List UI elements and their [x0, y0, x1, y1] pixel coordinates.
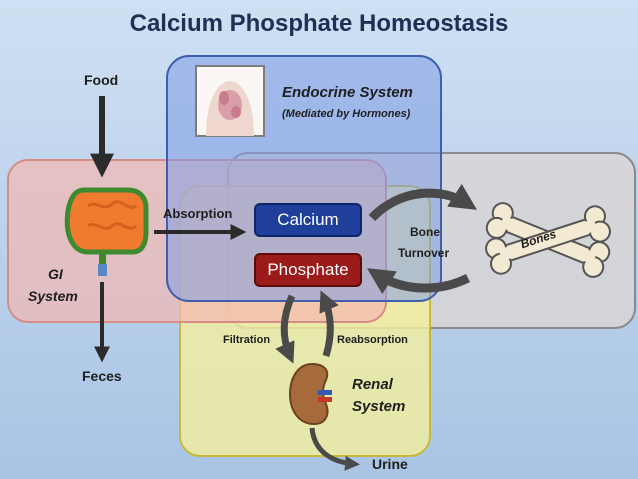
absorption-label: Absorption — [163, 206, 233, 221]
renal-system-label-line1: Renal — [352, 376, 393, 393]
endocrine-system-sublabel: (Mediated by Hormones) — [282, 108, 411, 120]
renal-system-label-line2: System — [352, 398, 406, 415]
urine-arrow — [309, 427, 360, 471]
bone-deposit-arrow — [368, 183, 478, 222]
filtration-arrow — [275, 294, 296, 364]
feces-label: Feces — [82, 368, 122, 384]
phosphate-node: Phosphate — [254, 253, 362, 287]
calcium-node: Calcium — [254, 203, 362, 237]
intestine-illustration — [64, 187, 149, 276]
food-label: Food — [84, 72, 119, 88]
bone-turnover-label-line1: Bone — [410, 225, 440, 239]
endocrine-system-label: Endocrine System — [282, 84, 413, 101]
reabsorption-arrow — [319, 290, 339, 358]
gi-system-label-line2: System — [28, 288, 78, 304]
filtration-label: Filtration — [223, 334, 271, 346]
kidney-illustration — [288, 362, 332, 426]
torso-illustration — [195, 65, 265, 137]
bone-turnover-label-line2: Turnover — [398, 246, 450, 260]
urine-label: Urine — [372, 456, 408, 472]
gi-system-label-line1: GI — [48, 266, 63, 282]
page-title: Calcium Phosphate Homeostasis — [129, 10, 509, 37]
reabsorption-label: Reabsorption — [337, 334, 408, 346]
bones-illustration — [485, 202, 611, 278]
bone-resorption-arrow — [366, 268, 471, 295]
